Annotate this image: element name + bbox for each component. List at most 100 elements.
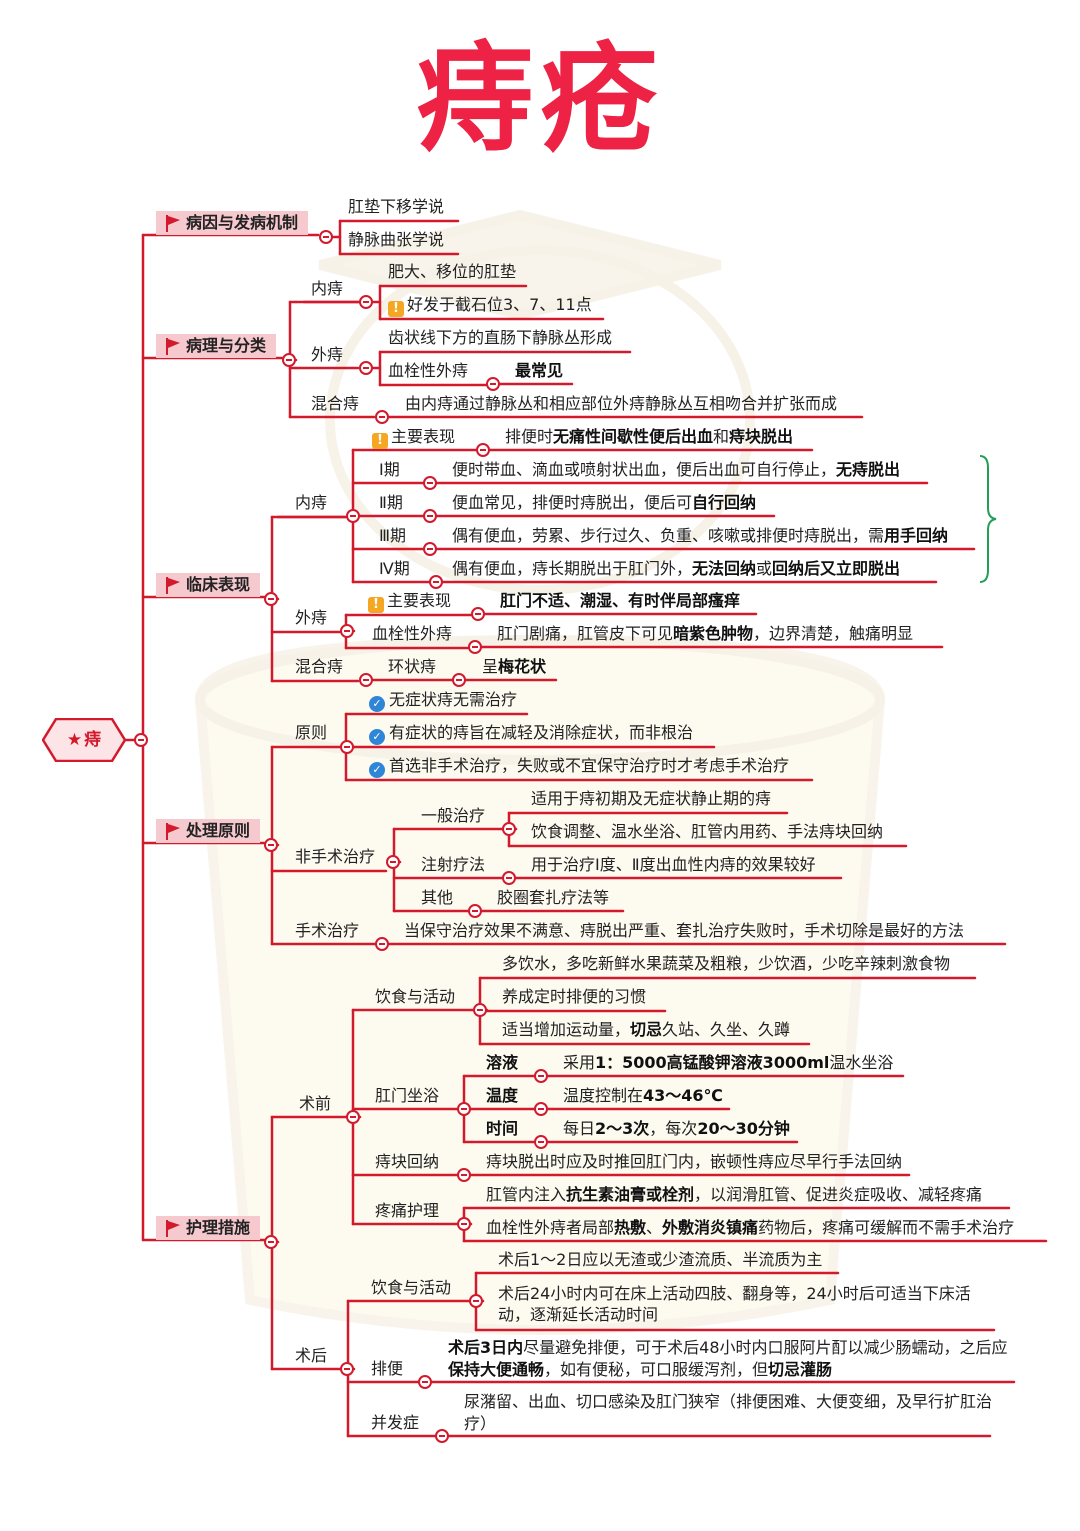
pathology-item: 血栓性外痔	[388, 361, 469, 380]
collapse-toggle[interactable]	[429, 575, 443, 589]
category-nursing[interactable]: 护理措施	[156, 1216, 261, 1240]
collapse-toggle[interactable]	[469, 1294, 483, 1308]
collapse-toggle[interactable]	[134, 733, 148, 747]
nursing-item: 术后24小时内可在床上活动四肢、翻身等，24小时后可适当下床活动，逐渐延长活动时…	[498, 1284, 971, 1324]
nursing-post: 术后	[295, 1346, 328, 1365]
collapse-toggle[interactable]	[534, 1102, 548, 1116]
nursing-post-diet: 饮食与活动	[371, 1278, 452, 1297]
collapse-toggle[interactable]	[340, 624, 354, 638]
nursing-reduce: 痔块回纳	[375, 1152, 440, 1171]
clinical-mixed-desc: 呈梅花状	[482, 657, 547, 676]
node-mixed-hemorrhoid: 混合痔	[311, 394, 360, 413]
root-node[interactable]: ★痔	[66, 730, 102, 750]
treatment-general: 一般治疗	[421, 806, 486, 825]
collapse-toggle[interactable]	[340, 1362, 354, 1376]
collapse-toggle[interactable]	[457, 1217, 471, 1231]
pathology-item: 齿状线下方的直肠下静脉丛形成	[388, 328, 613, 347]
sitz-solution: 采用1：5000高锰酸钾溶液3000ml温水坐浴	[563, 1053, 894, 1072]
pathology-item: !好发于截石位3、7、11点	[388, 295, 592, 317]
collapse-toggle[interactable]	[386, 855, 400, 869]
collapse-toggle[interactable]	[534, 1069, 548, 1083]
nursing-item: 适当增加运动量，切忌久站、久坐、久蹲	[502, 1020, 791, 1039]
collapse-toggle[interactable]	[486, 377, 500, 391]
collapse-toggle[interactable]	[457, 1102, 471, 1116]
collapse-toggle[interactable]	[476, 443, 490, 457]
collapse-toggle[interactable]	[340, 740, 354, 754]
collapse-toggle[interactable]	[359, 361, 373, 375]
nursing-pre: 术前	[299, 1094, 332, 1113]
stage-desc: 偶有便血，劳累、步行过久、负重、咳嗽或排便时痔脱出，需用手回纳	[452, 526, 949, 545]
collapse-toggle[interactable]	[418, 1375, 432, 1389]
sitz-time: 每日2～3次，每次20～30分钟	[563, 1119, 790, 1138]
collapse-toggle[interactable]	[264, 838, 278, 852]
nursing-item: 尿潴留、出血、切口感染及肛门狭窄（排便困难、大便变细，及早行扩肛治疗）	[464, 1392, 993, 1433]
collapse-toggle[interactable]	[359, 673, 373, 687]
clinical-internal: 内痔	[295, 493, 328, 512]
collapse-toggle[interactable]	[468, 904, 482, 918]
treatment-surgery: 手术治疗	[295, 921, 360, 940]
flag-icon	[166, 1220, 180, 1237]
cause-item: 静脉曲张学说	[348, 230, 445, 249]
collapse-toggle[interactable]	[502, 871, 516, 885]
collapse-toggle[interactable]	[423, 542, 437, 556]
clinical-mixed-sub: 环状痔	[388, 657, 437, 676]
collapse-toggle[interactable]	[375, 937, 389, 951]
treatment-principle: 原则	[295, 723, 328, 742]
treatment-item: 适用于痔初期及无症状静止期的痔	[531, 789, 772, 808]
collapse-toggle[interactable]	[452, 673, 466, 687]
collapse-toggle[interactable]	[359, 295, 373, 309]
treatment-item: 饮食调整、温水坐浴、肛管内用药、手法痔块回纳	[531, 822, 884, 841]
page-title: 痔疮	[415, 29, 664, 168]
pathology-note: 最常见	[515, 361, 564, 380]
node-internal-hemorrhoid: 内痔	[311, 279, 344, 298]
treatment-nonsurgical: 非手术治疗	[295, 847, 376, 866]
collapse-toggle[interactable]	[375, 410, 389, 424]
category-treatment[interactable]: 处理原则	[156, 819, 261, 843]
nursing-pre-diet: 饮食与活动	[375, 987, 456, 1006]
collapse-toggle[interactable]	[346, 1110, 360, 1124]
flag-icon	[166, 215, 180, 232]
collapse-toggle[interactable]	[457, 1168, 471, 1182]
clinical-external: 外痔	[295, 608, 328, 627]
stage-label: Ⅲ期	[379, 526, 407, 545]
collapse-toggle[interactable]	[319, 230, 333, 244]
collapse-toggle[interactable]	[264, 592, 278, 606]
warning-icon: !	[368, 597, 384, 613]
category-cause[interactable]: 病因与发病机制	[156, 211, 309, 235]
node-external-hemorrhoid: 外痔	[311, 345, 344, 364]
nursing-pain: 疼痛护理	[375, 1201, 440, 1220]
collapse-toggle[interactable]	[423, 509, 437, 523]
nursing-item: 多饮水，多吃新鲜水果蔬菜及粗粮，少饮酒，少吃辛辣刺激食物	[502, 954, 951, 973]
warning-icon: !	[372, 433, 388, 449]
nursing-item: 术后3日内尽量避免排便，可于术后48小时内口服阿片酊以减少肠蠕动，之后应保持大便…	[448, 1338, 1008, 1379]
collapse-toggle[interactable]	[473, 1003, 487, 1017]
collapse-toggle[interactable]	[534, 1135, 548, 1149]
nursing-item: 肛管内注入抗生素油膏或栓剂，以润滑肛管、促进炎症吸收、减轻疼痛	[486, 1185, 983, 1204]
principle-item: ✓无症状痔无需治疗	[369, 690, 517, 712]
collapse-toggle[interactable]	[502, 822, 516, 836]
stage-desc: 便血常见，排便时痔脱出，便后可自行回纳	[452, 493, 757, 512]
collapse-toggle[interactable]	[471, 607, 485, 621]
warning-icon: !	[388, 301, 404, 317]
pathology-item: 肥大、移位的肛垫	[388, 262, 517, 281]
cause-item: 肛垫下移学说	[348, 197, 445, 216]
collapse-toggle[interactable]	[468, 640, 482, 654]
root-node-shape	[42, 718, 126, 762]
sitz-temp-label: 温度	[486, 1086, 519, 1105]
collapse-toggle[interactable]	[346, 509, 360, 523]
stage-desc: 偶有便血，痔长期脱出于肛门外，无法回纳或回纳后又立即脱出	[452, 559, 901, 578]
stage-label: Ⅳ期	[379, 559, 410, 578]
star-icon: ★	[66, 730, 83, 750]
stage-label: Ⅰ期	[379, 460, 400, 479]
clinical-thrombo-desc: 肛门剧痛，肛管皮下可见暗紫色肿物，边界清楚，触痛明显	[497, 624, 914, 643]
clinical-main-label: !主要表现	[368, 591, 451, 613]
collapse-toggle[interactable]	[423, 476, 437, 490]
check-icon: ✓	[369, 762, 385, 778]
collapse-toggle[interactable]	[282, 353, 296, 367]
sitz-solution-label: 溶液	[486, 1053, 519, 1072]
category-clinical[interactable]: 临床表现	[156, 573, 261, 597]
collapse-toggle[interactable]	[264, 1235, 278, 1249]
collapse-toggle[interactable]	[435, 1429, 449, 1443]
category-pathology[interactable]: 病理与分类	[156, 334, 277, 358]
stage-brace	[979, 455, 997, 583]
